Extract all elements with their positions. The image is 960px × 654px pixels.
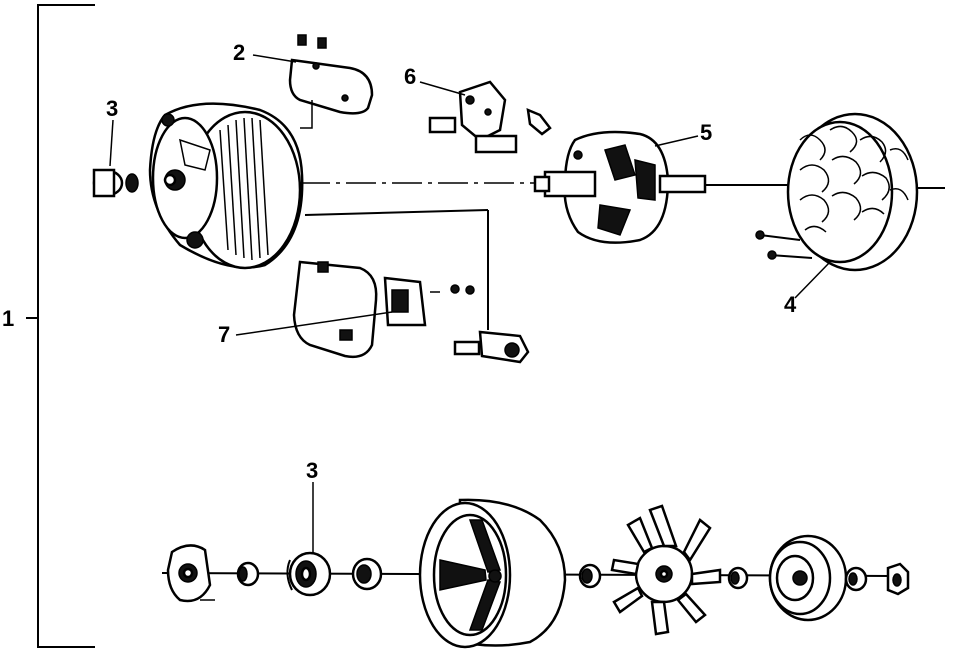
label-stator: 4 <box>784 292 797 317</box>
label-bearing-lower: 3 <box>306 458 318 483</box>
lock-washer <box>844 566 868 592</box>
fan <box>610 504 722 636</box>
slip-ring-end-frame <box>148 102 304 270</box>
label-rectifier: 7 <box>218 322 230 347</box>
label-5-leader <box>654 135 699 147</box>
rectifier-terminal <box>453 330 530 364</box>
label-6-leader <box>419 81 466 96</box>
assembly-bracket <box>26 4 95 648</box>
spacer-small <box>578 563 602 589</box>
stator <box>755 112 919 272</box>
label-4-leader <box>794 261 831 299</box>
brush-holder <box>428 80 552 154</box>
rotor <box>533 130 707 244</box>
drive-end-frame <box>418 498 567 649</box>
bearing-lower <box>286 551 332 597</box>
label-brush-holder: 6 <box>404 64 416 89</box>
label-3-upper-leader <box>109 119 114 167</box>
spacer-fan <box>727 566 749 590</box>
pulley <box>768 534 848 622</box>
bearing-retainer-plate <box>166 544 215 603</box>
rectifier-guide-line <box>304 209 489 216</box>
rectifier-bridge <box>292 260 475 359</box>
collar <box>236 561 260 587</box>
voltage-regulator <box>288 34 374 129</box>
label-assembly: 1 <box>2 306 14 331</box>
label-2-leader <box>252 54 297 63</box>
spacer-washer <box>351 557 383 591</box>
label-rotor: 5 <box>700 120 712 145</box>
nut <box>886 562 910 596</box>
label-bearing-upper: 3 <box>106 96 118 121</box>
label-regulator: 2 <box>233 40 245 65</box>
bearing-upper <box>92 168 139 198</box>
label-7-leader <box>235 311 393 336</box>
